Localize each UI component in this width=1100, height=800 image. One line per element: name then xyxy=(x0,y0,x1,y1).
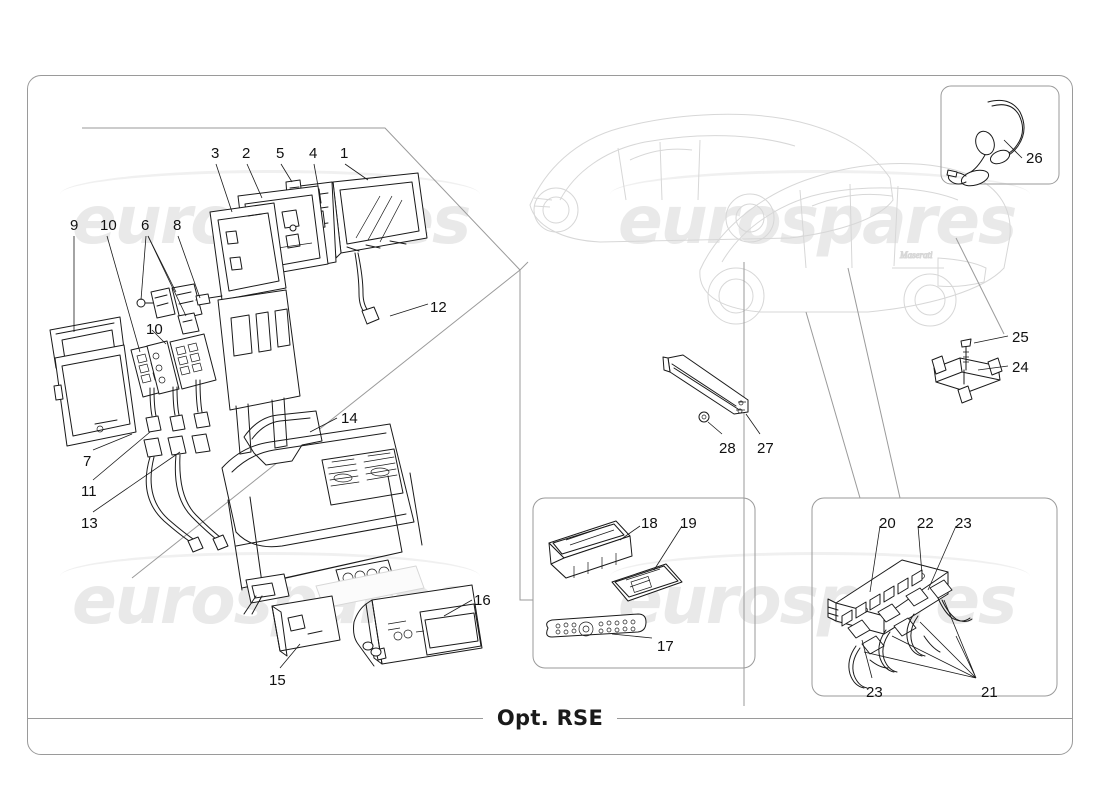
callout-control-keypad: 10 xyxy=(100,217,117,234)
part-7-headrest-back-panel xyxy=(53,344,137,447)
callout-control-keypad: 10 xyxy=(146,321,163,338)
part-3-rear-housing xyxy=(209,202,287,301)
callout-control-module: 15 xyxy=(269,672,286,689)
caption-rule-right xyxy=(617,717,1073,719)
part-11-13-wiring xyxy=(143,379,229,553)
center-console-assembly xyxy=(217,289,425,609)
part-1-lcd-monitor xyxy=(327,172,428,325)
svg-text:Maserati: Maserati xyxy=(899,250,933,260)
callout-console-trim-panel: 14 xyxy=(341,410,358,427)
callout-dvd-disc: 19 xyxy=(680,515,697,532)
diagram-outer-frame xyxy=(27,75,1073,755)
callout-hinge-assembly: 6 xyxy=(141,217,150,234)
callout-coiled-connection-cable: 12 xyxy=(430,299,447,316)
part-23-amplifier-connectors xyxy=(847,579,953,655)
callout-amplifier-screw: 22 xyxy=(917,515,934,532)
part-27-antenna-rail xyxy=(662,354,749,415)
part-17-remote-control xyxy=(546,613,647,638)
callout-mounting-bracket: 24 xyxy=(1012,359,1029,376)
part-6-hinge-assembly xyxy=(136,283,203,335)
part-15-control-module xyxy=(243,573,341,657)
callout-antenna-rail: 27 xyxy=(757,440,774,457)
callout-monitor-inner-frame: 2 xyxy=(242,145,251,162)
callout-headrest-trim-cover: 9 xyxy=(70,217,79,234)
part-21-amplifier-wiring xyxy=(848,597,973,689)
part-24-mounting-bracket xyxy=(931,355,1003,404)
callout-fixing-screw: 25 xyxy=(1012,329,1029,346)
callout-lcd-monitor: 1 xyxy=(340,145,349,162)
callout-amplifier-unit: 20 xyxy=(879,515,896,532)
part-26-wireless-headphones xyxy=(946,99,1025,187)
amplifier-inset-frame xyxy=(811,497,1058,697)
part-20-amplifier-unit xyxy=(827,559,949,635)
diagram-caption: Opt. RSE xyxy=(28,706,1073,730)
callout-amplifier-connector: 23 xyxy=(955,515,972,532)
callout-wiring-harness: 13 xyxy=(81,515,98,532)
callout-retaining-nut: 28 xyxy=(719,440,736,457)
callout-headrest-back-panel: 7 xyxy=(83,453,92,470)
callout-leader-lines xyxy=(73,139,1023,679)
caption-label: Opt. RSE xyxy=(496,706,604,730)
callout-wiring-connector: 11 xyxy=(81,483,97,500)
part-16-dvd-player-unit xyxy=(353,584,483,667)
part-25-fixing-screw xyxy=(960,338,972,371)
callout-monitor-mount-clip: 4 xyxy=(309,145,318,162)
part-18-disc-storage-case xyxy=(548,520,633,579)
media-inset-frame xyxy=(532,497,756,669)
part-14-console-trim-panel xyxy=(243,410,323,466)
ghost-car-illustration: Maserati xyxy=(529,113,1011,327)
construction-lines xyxy=(82,127,1005,706)
callout-disc-storage-case: 18 xyxy=(641,515,658,532)
callout-dvd-player-unit: 16 xyxy=(474,592,491,609)
callout-support-arm: 8 xyxy=(173,217,182,234)
callout-monitor-hinge-bracket: 5 xyxy=(276,145,285,162)
callout-amplifier-wiring: 21 xyxy=(981,684,998,701)
callout-amplifier-connector: 23 xyxy=(866,684,883,701)
callout-wireless-headphones: 26 xyxy=(1026,150,1043,167)
callout-monitor-rear-housing: 3 xyxy=(211,145,220,162)
headphones-inset-frame xyxy=(940,85,1060,185)
part-28-retaining-nut xyxy=(698,411,710,423)
callout-remote-control: 17 xyxy=(657,638,674,655)
part-19-dvd-disc xyxy=(611,563,683,602)
caption-rule-left xyxy=(28,717,483,719)
